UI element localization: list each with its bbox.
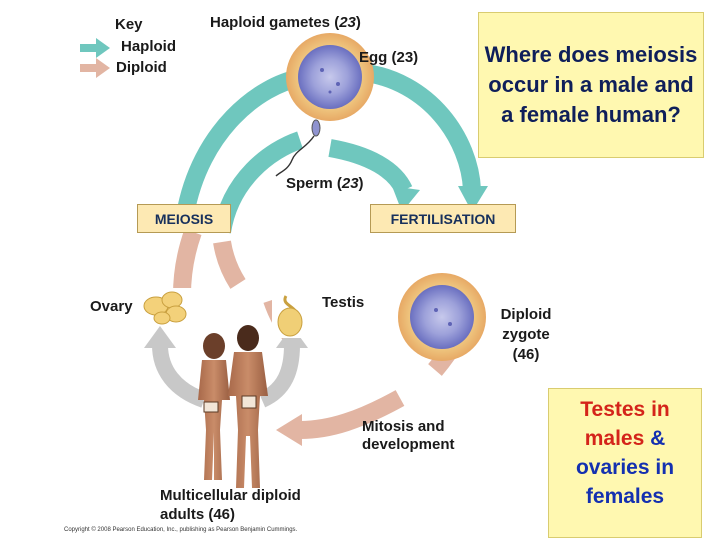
key-haploid-label: Haploid [121, 38, 176, 55]
zygote-line-2: zygote [496, 325, 556, 345]
key-haploid-arrow [80, 38, 110, 58]
ovary-icon [140, 288, 192, 324]
sperm-label: Sperm (23) [286, 175, 364, 192]
diploid-arrowhead-bottom [276, 414, 302, 446]
fertilisation-box: FERTILISATION [370, 204, 516, 233]
sperm-number: 23 [342, 175, 359, 192]
zygote-cell-icon [398, 273, 486, 361]
copyright-text: Copyright © 2008 Pearson Education, Inc.… [64, 527, 297, 533]
answer-box: Testes in males & ovaries in females [548, 388, 702, 538]
gray-arrowhead-left [144, 326, 176, 348]
answer-males: males [585, 427, 645, 450]
answer-line-3: ovaries in [549, 453, 701, 482]
egg-cell-icon [286, 33, 374, 121]
mitosis-line-1: Mitosis and [362, 418, 455, 436]
answer-line-2: males & [549, 424, 701, 453]
mitosis-line-2: development [362, 436, 455, 454]
testis-icon [272, 292, 312, 338]
sperm-close: ) [359, 175, 364, 192]
sperm-text: Sperm ( [286, 175, 342, 192]
answer-ampersand: & [650, 427, 665, 450]
key-diploid-label: Diploid [116, 59, 167, 76]
meiosis-box: MEIOSIS [137, 204, 231, 233]
answer-line-4: females [549, 482, 701, 511]
haploid-gametes-label: Haploid gametes (23) [210, 14, 361, 31]
testis-label: Testis [322, 294, 364, 311]
ovary-label: Ovary [90, 298, 133, 315]
question-box: Where does meiosis occur in a male and a… [478, 12, 704, 158]
adults-label: Multicellular diploid adults (46) [160, 486, 301, 524]
adults-line-1: Multicellular diploid [160, 486, 301, 505]
egg-label: Egg (23) [359, 49, 418, 66]
key-diploid-arrow [80, 58, 110, 78]
haploid-gametes-text: Haploid gametes ( [210, 14, 339, 31]
adults-line-2: adults (46) [160, 505, 301, 524]
haploid-gametes-number: 23 [339, 14, 356, 31]
answer-line-1: Testes in [549, 395, 701, 424]
zygote-line-3: (46) [496, 345, 556, 365]
key-title: Key [115, 16, 143, 33]
mitosis-label: Mitosis and development [362, 418, 455, 454]
zygote-label: Diploid zygote (46) [496, 305, 556, 365]
human-figures-icon [198, 325, 268, 488]
haploid-gametes-close: ) [356, 14, 361, 31]
zygote-line-1: Diploid [496, 305, 556, 325]
